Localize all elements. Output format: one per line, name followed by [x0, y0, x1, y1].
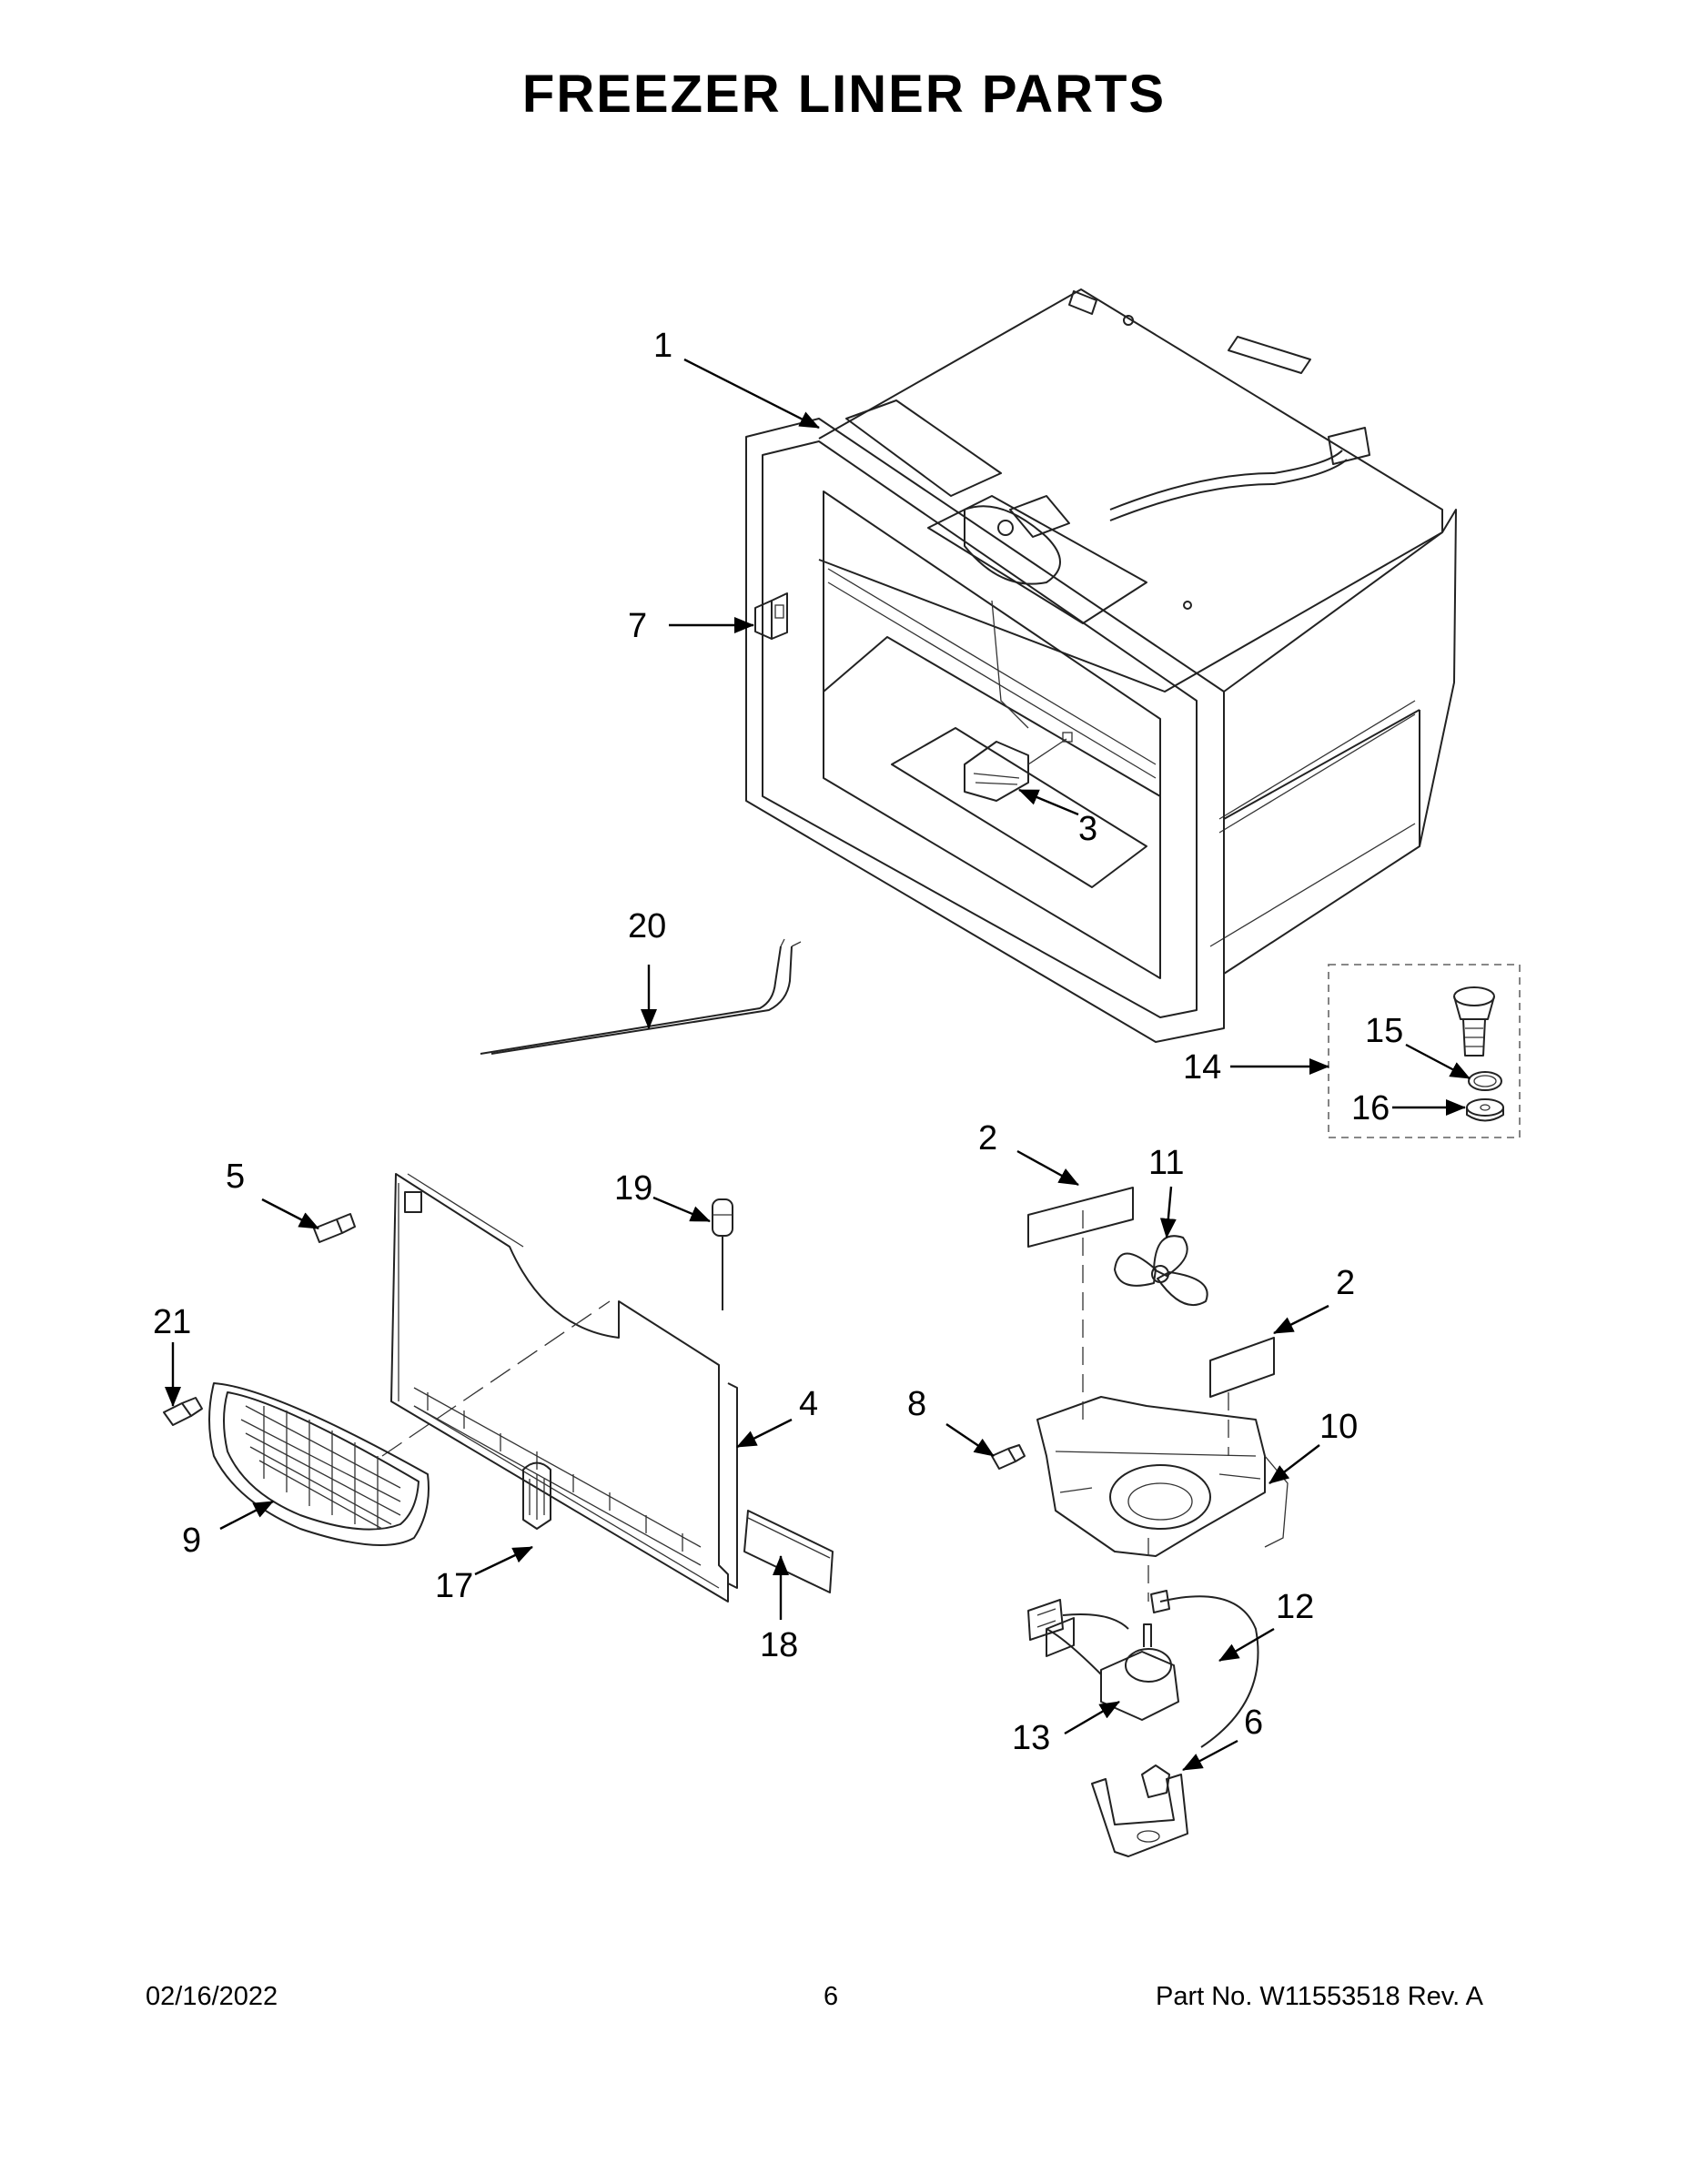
leader-arrows [165, 358, 1471, 1772]
callout-12: 12 [1276, 1588, 1314, 1626]
foam-strip-part [743, 1510, 834, 1593]
callout-17: 17 [435, 1567, 473, 1605]
callout-13: 13 [1012, 1719, 1050, 1757]
clip-part [522, 1461, 551, 1530]
motor-harness-part [1027, 1590, 1259, 1798]
footer-date: 02/16/2022 [146, 1982, 278, 2011]
callout-15: 15 [1365, 1012, 1403, 1050]
callout-16: 16 [1351, 1089, 1390, 1127]
callout-19: 19 [614, 1169, 652, 1208]
foam-pad-upper-part [1027, 1187, 1134, 1248]
callout-7: 7 [628, 607, 647, 645]
callout-5: 5 [226, 1158, 245, 1196]
fan-blade-part [1114, 1235, 1208, 1306]
fan-shroud-part [1036, 1210, 1289, 1602]
screw-5-part [313, 1213, 356, 1243]
evaporator-cover-panel [381, 1173, 738, 1603]
callout-6: 6 [1244, 1704, 1263, 1742]
callout-8: 8 [907, 1385, 926, 1423]
footer-part-number: Part No. W11553518 Rev. A [1156, 1982, 1484, 2011]
motor-bracket-part [1091, 1774, 1188, 1857]
drain-heater-part [964, 732, 1073, 802]
foam-pad-lower-part [1209, 1337, 1275, 1398]
switch-part [754, 592, 788, 640]
callout-2-lower: 2 [1336, 1264, 1355, 1302]
callout-14: 14 [1183, 1048, 1221, 1087]
callout-18: 18 [760, 1626, 798, 1664]
footer-page-number: 6 [824, 1982, 839, 2011]
page-title: FREEZER LINER PARTS [521, 65, 1167, 124]
callout-20: 20 [628, 907, 666, 945]
callout-10: 10 [1319, 1408, 1358, 1446]
callout-11: 11 [1148, 1144, 1184, 1182]
screw-8-part [991, 1444, 1026, 1470]
callout-4: 4 [799, 1385, 818, 1423]
callout-3: 3 [1078, 810, 1097, 848]
callout-21: 21 [153, 1303, 191, 1341]
thermistor-part [712, 1198, 733, 1310]
wire-harness-part [480, 938, 802, 1055]
callout-1: 1 [653, 327, 672, 365]
freezer-liner-part [745, 288, 1457, 1043]
callout-2-upper: 2 [978, 1119, 997, 1158]
callout-9: 9 [182, 1522, 201, 1560]
drain-kit-box [1328, 964, 1521, 1138]
screw-21-part [163, 1397, 203, 1426]
grille-part [208, 1382, 430, 1546]
